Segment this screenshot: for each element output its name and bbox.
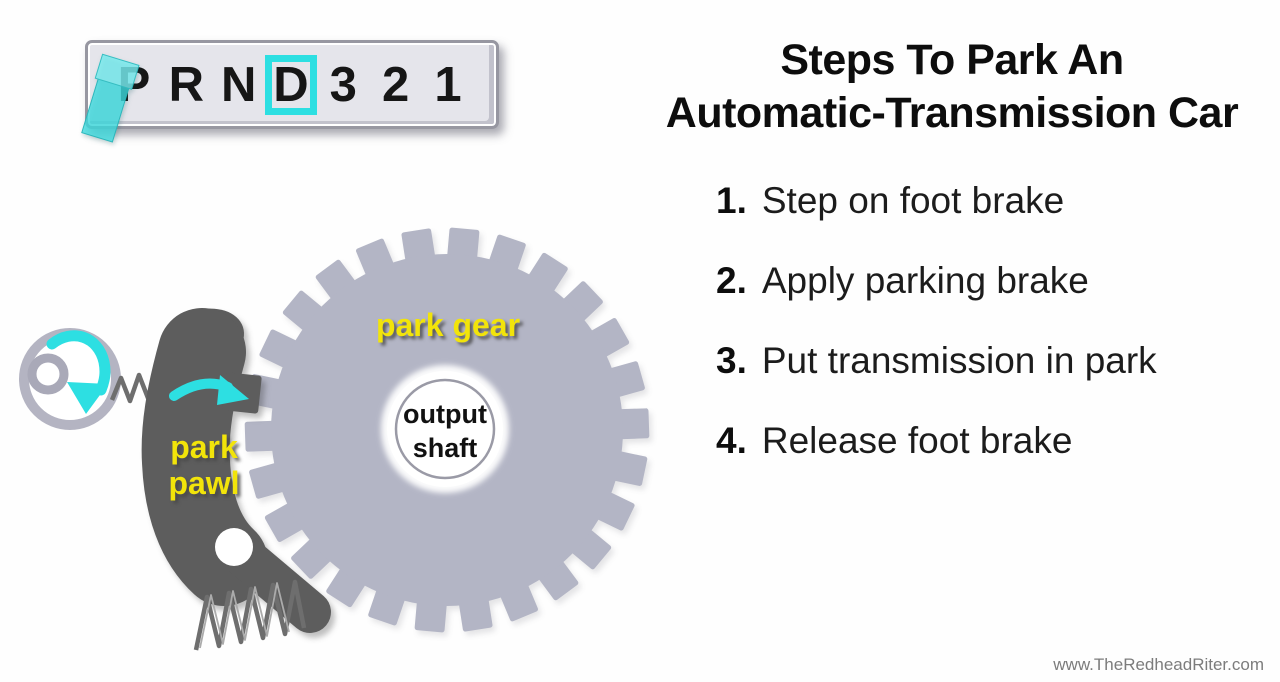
- step-number: 4.: [716, 420, 747, 461]
- step-text: Release foot brake: [761, 420, 1073, 461]
- park-pawl-label-line1: park: [170, 429, 238, 465]
- step-text: Step on foot brake: [761, 180, 1065, 221]
- gear-position-3: 3: [329, 57, 357, 112]
- park-pawl-label-line2: pawl: [168, 465, 239, 501]
- output-shaft-label-line2: shaft: [413, 433, 478, 463]
- output-shaft: output shaft: [381, 365, 509, 493]
- step-text: Apply parking brake: [761, 260, 1089, 301]
- cam-rotation-arrowhead: [67, 382, 108, 414]
- output-shaft-inner-ring: [394, 378, 496, 480]
- actuator-cam: [19, 328, 121, 430]
- step-item-1: 1. Step on foot brake: [716, 180, 1276, 222]
- engage-arrowhead: [217, 375, 249, 405]
- watermark: www.TheRedheadRiter.com: [1053, 655, 1264, 674]
- gear-position-R: R: [168, 57, 205, 112]
- gear-position-1: 1: [434, 57, 462, 112]
- gear-position-N: N: [220, 57, 257, 112]
- step-item-2: 2. Apply parking brake: [716, 260, 1276, 302]
- lower-spring-highlight: [199, 582, 290, 649]
- step-item-4: 4. Release foot brake: [716, 420, 1276, 462]
- step-number: 2.: [716, 260, 747, 301]
- output-shaft-label-line1: output: [403, 399, 487, 429]
- steps-list: 1. Step on foot brake 2. Apply parking brak…: [716, 180, 1276, 500]
- step-number: 1.: [716, 180, 747, 221]
- gear-position-D: D: [264, 54, 317, 115]
- cam-hole: [27, 353, 69, 395]
- pawl-pivot-hole: [215, 528, 253, 566]
- step-text: Put transmission in park: [761, 340, 1157, 381]
- page-title-line1: Steps To Park An: [780, 36, 1124, 84]
- page-title-line2: Automatic-Transmission Car: [665, 89, 1239, 137]
- lower-spring: [193, 579, 307, 651]
- page-title: Steps To Park An Automatic-Transmission …: [628, 34, 1276, 140]
- park-gear-label: park gear: [376, 307, 520, 343]
- cam-rotation-arrow: [46, 330, 111, 396]
- gear-position-2: 2: [382, 57, 410, 112]
- pawl-tooth: [222, 372, 262, 414]
- step-item-3: 3. Put transmission in park: [716, 340, 1276, 382]
- engage-arrow: [169, 375, 249, 405]
- step-number: 3.: [716, 340, 747, 381]
